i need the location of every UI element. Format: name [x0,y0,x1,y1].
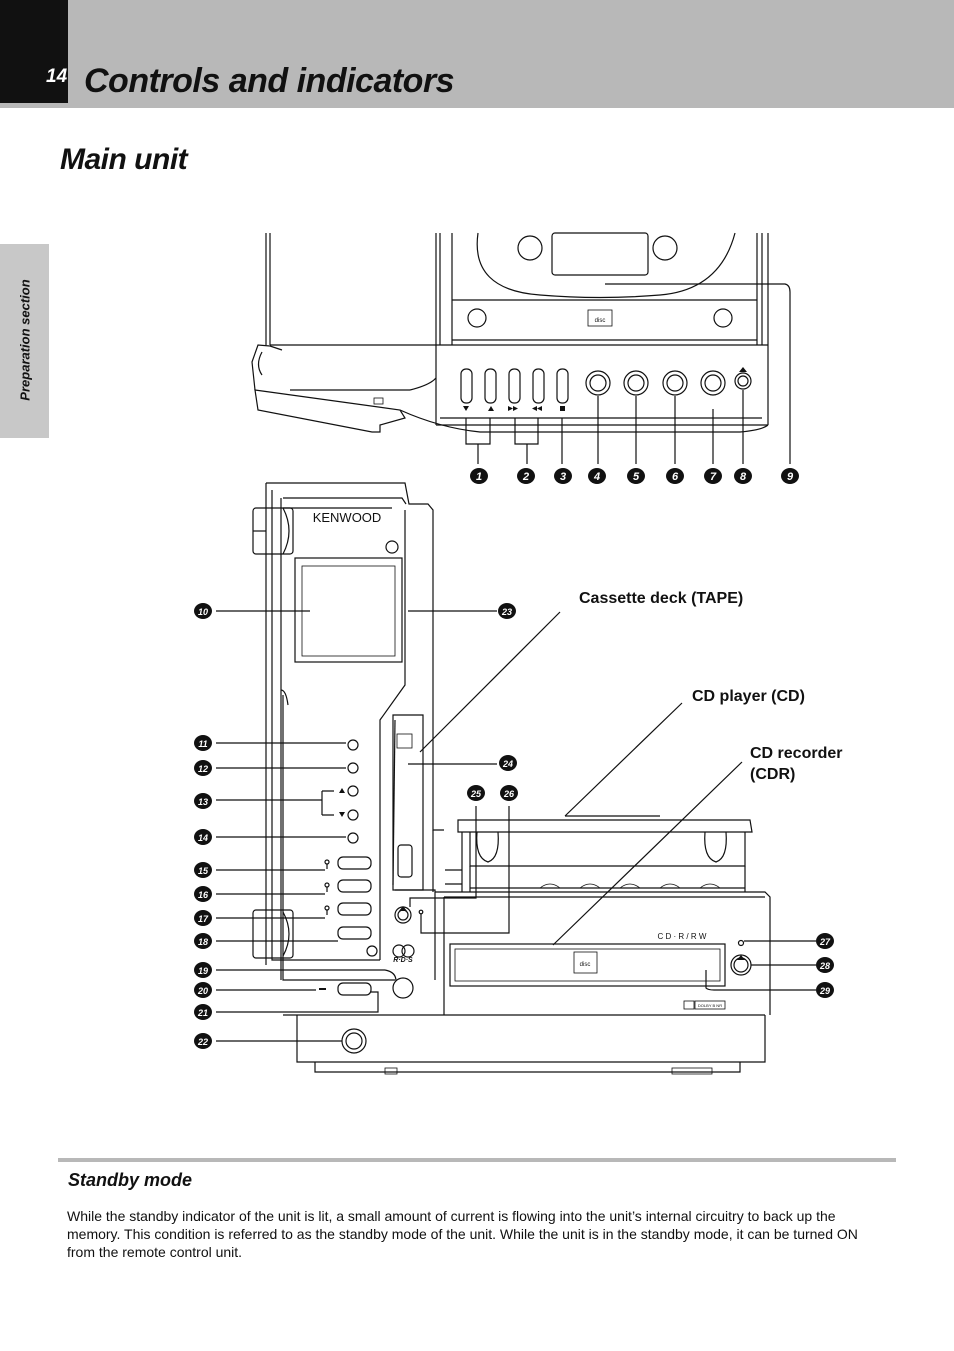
cd-logo-marks: disc disc [580,318,606,968]
callout-28: 28 [816,957,834,973]
svg-text:17: 17 [198,914,209,924]
svg-text:15: 15 [198,866,209,876]
callout-25: 25 [467,785,485,801]
callout-10: 10 [194,603,212,619]
callout-29: 29 [816,982,834,998]
svg-text:21: 21 [197,1008,208,1018]
callout-26: 26 [500,785,518,801]
callout-24: 24 [499,755,517,771]
page-title: Controls and indicators [84,62,455,100]
svg-text:7: 7 [710,471,717,483]
callout-19: 19 [194,962,212,978]
page-number: 14 [46,66,68,87]
callout-7: 7 [704,468,722,484]
svg-text:12: 12 [198,764,208,774]
callout-11: 11 [194,735,212,751]
callout-8: 8 [734,468,752,484]
svg-text:29: 29 [819,986,830,996]
callout-18: 18 [194,933,212,949]
svg-text:13: 13 [198,797,208,807]
brand-logo: KENWOOD [313,510,382,525]
svg-text:22: 22 [197,1037,208,1047]
svg-text:8: 8 [740,471,747,483]
svg-text:disc: disc [595,318,606,324]
svg-text:10: 10 [198,607,208,617]
callout-numbers: 1 2 3 4 5 6 7 8 9 10 11 12 13 14 15 16 1… [194,468,834,1049]
callout-16: 16 [194,886,212,902]
svg-text:25: 25 [470,789,482,799]
svg-text:27: 27 [819,937,831,947]
svg-text:24: 24 [502,759,513,769]
standby-body: While the standby indicator of the unit … [67,1208,858,1260]
callout-5: 5 [627,468,645,484]
callout-1: 1 [470,468,488,484]
callout-21: 21 [194,1004,212,1020]
svg-text:20: 20 [197,986,208,996]
svg-text:28: 28 [819,961,830,971]
callout-17: 17 [194,910,212,926]
svg-text:19: 19 [198,966,208,976]
dolby-label: DOLBY B NR [698,1003,722,1008]
rds-label: R·D·S [393,957,413,964]
svg-text:11: 11 [198,739,207,749]
callout-15: 15 [194,862,212,878]
page-number-box [0,0,68,103]
top-unit-outline [251,232,769,433]
cdrw-label: C D · R / R W [658,932,707,941]
section-rule [58,1158,896,1162]
callout-label-tape: Cassette deck (TAPE) [579,590,744,607]
svg-text:26: 26 [503,789,515,799]
callout-9: 9 [781,468,799,484]
svg-text:1: 1 [476,471,482,483]
callout-13: 13 [194,793,212,809]
svg-text:4: 4 [593,471,600,483]
side-tab [0,244,49,438]
section-title: Main unit [60,143,188,176]
top-buttons [460,368,752,404]
svg-text:23: 23 [501,607,512,617]
svg-text:3: 3 [560,471,566,483]
standby-heading: Standby mode [68,1170,193,1190]
callout-22: 22 [194,1033,212,1049]
callout-12: 12 [194,760,212,776]
svg-text:6: 6 [672,471,679,483]
svg-text:9: 9 [787,471,794,483]
svg-text:14: 14 [198,833,208,843]
callout-20: 20 [194,982,212,998]
callout-label-cd: CD player (CD) [692,688,805,705]
main-unit-outline [252,482,771,1075]
callout-14: 14 [194,829,212,845]
callout-6: 6 [666,468,684,484]
svg-text:disc: disc [580,962,591,968]
svg-text:16: 16 [198,890,209,900]
svg-text:2: 2 [522,471,529,483]
svg-text:5: 5 [633,471,640,483]
header-bar [0,0,954,108]
callout-4: 4 [588,468,606,484]
callout-23: 23 [498,603,516,619]
callout-2: 2 [517,468,535,484]
svg-text:18: 18 [198,937,208,947]
callout-27: 27 [816,933,834,949]
callout-label-cdr: CD recorder (CDR) [750,745,843,783]
callout-3: 3 [554,468,572,484]
